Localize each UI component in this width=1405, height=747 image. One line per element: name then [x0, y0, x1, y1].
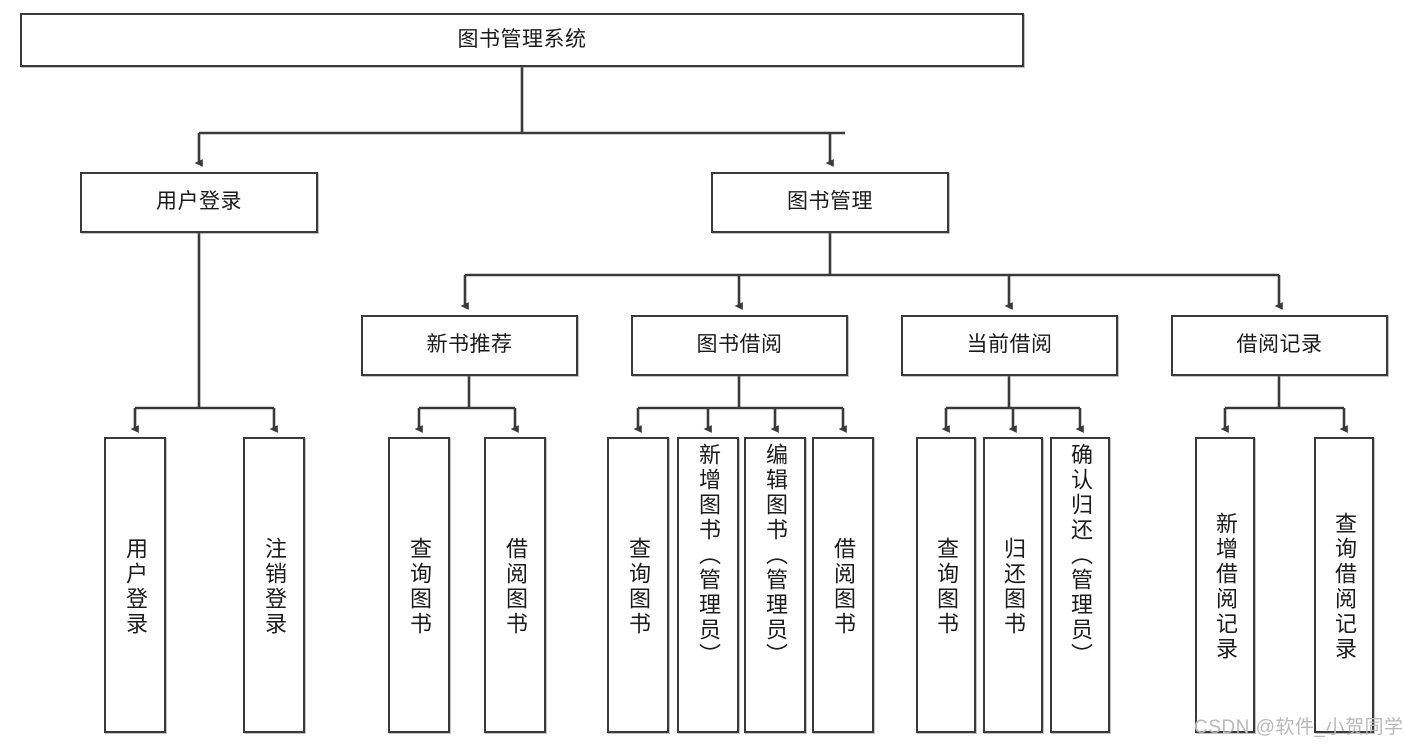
node-leaf-query-book-rec[interactable]: 查询图书 — [388, 437, 450, 733]
node-leaf-query-borrow-record[interactable]: 查询借阅记录 — [1314, 437, 1374, 733]
node-leaf-add-borrow-record[interactable]: 新增借阅记录 — [1195, 437, 1255, 733]
node-leaf-borrow-book-rec[interactable]: 借阅图书 — [484, 437, 546, 733]
node-leaf-user-login[interactable]: 用户登录 — [104, 437, 166, 733]
node-leaf-add-book-admin[interactable]: 新增图书（管理员） — [677, 437, 739, 733]
node-leaf-query-book-rec-label: 查询图书 — [407, 537, 432, 637]
node-leaf-user-login-label: 用户登录 — [123, 537, 148, 637]
node-leaf-query-borrow-record-label: 查询借阅记录 — [1332, 512, 1357, 662]
node-leaf-return-book[interactable]: 归还图书 — [983, 437, 1043, 733]
node-current-borrow-label: 当前借阅 — [966, 333, 1053, 357]
node-leaf-edit-book-admin-label: 编辑图书（管理员） — [763, 443, 788, 668]
node-leaf-add-borrow-record-label: 新增借阅记录 — [1213, 512, 1238, 662]
node-leaf-borrow-book[interactable]: 借阅图书 — [812, 437, 874, 733]
watermark-text: CSDN @软件_小贺同学 — [1194, 717, 1404, 738]
node-book-borrow[interactable]: 图书借阅 — [631, 315, 848, 376]
node-new-book-recommend[interactable]: 新书推荐 — [361, 315, 578, 376]
node-root[interactable]: 图书管理系统 — [20, 13, 1024, 67]
node-new-book-recommend-label: 新书推荐 — [426, 333, 513, 357]
node-leaf-user-logout[interactable]: 注销登录 — [243, 437, 305, 733]
node-leaf-user-logout-label: 注销登录 — [262, 537, 287, 637]
node-leaf-return-book-label: 归还图书 — [1001, 537, 1026, 637]
node-leaf-query-book-cur[interactable]: 查询图书 — [916, 437, 976, 733]
node-leaf-confirm-return-admin[interactable]: 确认归还（管理员） — [1050, 437, 1110, 733]
node-current-borrow[interactable]: 当前借阅 — [901, 315, 1118, 376]
node-user-login-label: 用户登录 — [156, 190, 242, 214]
node-leaf-borrow-book-rec-label: 借阅图书 — [503, 537, 528, 637]
node-book-borrow-label: 图书借阅 — [696, 333, 783, 357]
node-leaf-borrow-book-label: 借阅图书 — [831, 537, 856, 637]
node-user-login[interactable]: 用户登录 — [80, 172, 318, 233]
node-book-manage-label: 图书管理 — [787, 190, 873, 214]
node-leaf-query-book-borrow-label: 查询图书 — [626, 537, 651, 637]
node-leaf-confirm-return-admin-label: 确认归还（管理员） — [1068, 443, 1093, 668]
node-leaf-edit-book-admin[interactable]: 编辑图书（管理员） — [744, 437, 806, 733]
node-borrow-record[interactable]: 借阅记录 — [1171, 315, 1388, 376]
node-borrow-record-label: 借阅记录 — [1236, 333, 1323, 357]
node-book-manage[interactable]: 图书管理 — [711, 172, 949, 233]
node-leaf-query-book-cur-label: 查询图书 — [934, 537, 959, 637]
node-leaf-query-book-borrow[interactable]: 查询图书 — [607, 437, 669, 733]
node-leaf-add-book-admin-label: 新增图书（管理员） — [696, 443, 721, 668]
node-root-label: 图书管理系统 — [457, 27, 587, 51]
